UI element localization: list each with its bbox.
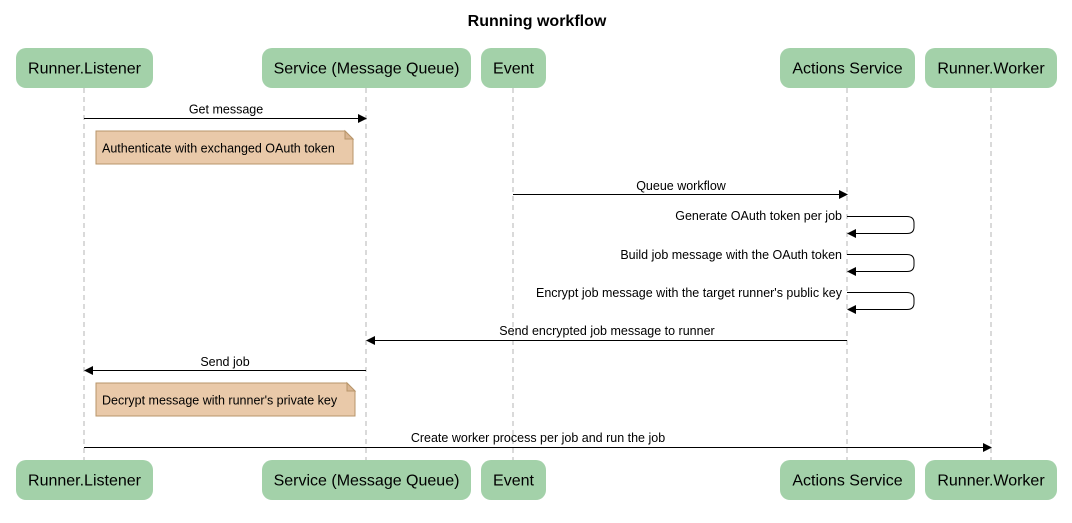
message-build-job: Build job message with the OAuth token xyxy=(620,248,915,276)
participant-event: Event xyxy=(481,460,546,500)
participants-bottom: Runner.Listener Service (Message Queue) … xyxy=(16,460,1057,500)
participant-label: Service (Message Queue) xyxy=(274,473,460,490)
message-label: Send job xyxy=(200,355,249,369)
arrow-head xyxy=(847,305,856,314)
message-queue-workflow: Queue workflow xyxy=(513,179,848,199)
message-create-worker: Create worker process per job and run th… xyxy=(84,431,992,452)
participant-label: Service (Message Queue) xyxy=(274,61,460,78)
participant-actions: Actions Service xyxy=(780,48,915,88)
message-label: Encrypt job message with the target runn… xyxy=(536,286,843,300)
participants-top: Runner.Listener Service (Message Queue) … xyxy=(16,48,1057,88)
participant-label: Actions Service xyxy=(792,473,902,490)
message-label: Build job message with the OAuth token xyxy=(620,248,842,262)
message-label: Queue workflow xyxy=(636,179,727,193)
message-send-job: Send job xyxy=(84,355,366,375)
participant-label: Event xyxy=(493,61,534,78)
participant-label: Runner.Listener xyxy=(28,61,142,78)
participant-label: Runner.Listener xyxy=(28,473,142,490)
note-label: Authenticate with exchanged OAuth token xyxy=(102,142,335,156)
arrow-head xyxy=(847,267,856,276)
message-label: Send encrypted job message to runner xyxy=(499,324,714,338)
arrow-head xyxy=(84,366,93,375)
arrow-head xyxy=(839,190,848,199)
message-generate-token: Generate OAuth token per job xyxy=(675,209,915,238)
participant-event: Event xyxy=(481,48,546,88)
lifelines xyxy=(83,88,992,461)
participant-queue: Service (Message Queue) xyxy=(262,48,471,88)
message-encrypt-job: Encrypt job message with the target runn… xyxy=(536,286,915,314)
message-label: Get message xyxy=(189,103,263,117)
participant-queue: Service (Message Queue) xyxy=(262,460,471,500)
diagram-title: Running workflow xyxy=(468,13,607,30)
participant-label: Actions Service xyxy=(792,61,902,78)
participant-listener: Runner.Listener xyxy=(16,48,153,88)
arrow-head xyxy=(358,114,367,123)
participant-label: Runner.Worker xyxy=(937,61,1045,78)
participant-listener: Runner.Listener xyxy=(16,460,153,500)
participant-actions: Actions Service xyxy=(780,460,915,500)
message-get-message: Get message xyxy=(84,103,367,123)
message-label: Create worker process per job and run th… xyxy=(411,431,665,445)
participant-label: Event xyxy=(493,473,534,490)
note-label: Decrypt message with runner's private ke… xyxy=(102,394,338,408)
participant-worker: Runner.Worker xyxy=(925,460,1057,500)
arrow-head xyxy=(983,443,992,452)
note-decrypt: Decrypt message with runner's private ke… xyxy=(95,381,357,417)
participant-worker: Runner.Worker xyxy=(925,48,1057,88)
arrow-head xyxy=(847,229,856,238)
message-label: Generate OAuth token per job xyxy=(675,209,842,223)
message-send-encrypted: Send encrypted job message to runner xyxy=(366,324,847,345)
note-authenticate: Authenticate with exchanged OAuth token xyxy=(95,129,355,165)
arrow-head xyxy=(366,336,375,345)
participant-label: Runner.Worker xyxy=(937,473,1045,490)
